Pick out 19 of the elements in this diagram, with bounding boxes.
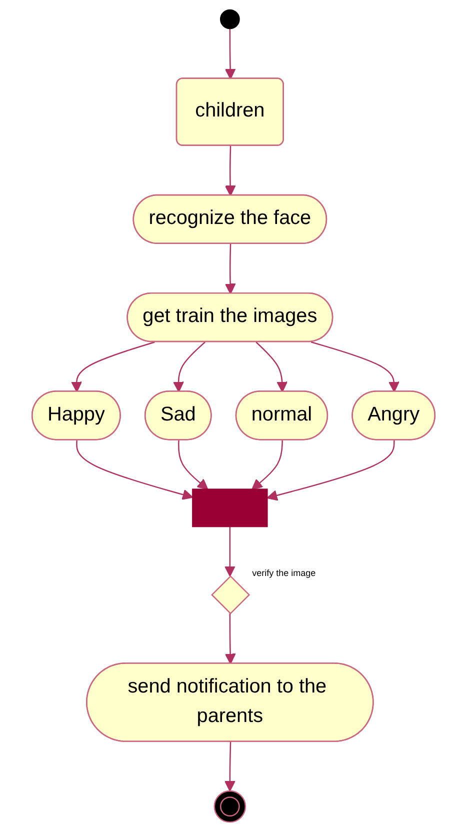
arrow <box>178 440 208 490</box>
arrow <box>310 341 400 392</box>
node-circle <box>220 9 240 30</box>
arrow <box>252 440 283 490</box>
arrow <box>266 440 395 501</box>
arrow <box>224 526 236 577</box>
decision-label: verify the image <box>252 568 316 580</box>
arrow <box>256 342 288 392</box>
arrow <box>224 244 236 294</box>
node-diamond <box>211 575 250 614</box>
arrow <box>224 146 236 196</box>
arrow <box>224 28 236 80</box>
node-bar <box>192 488 268 528</box>
node-circle <box>214 790 246 823</box>
arrow <box>224 613 236 664</box>
arrow <box>76 440 194 500</box>
arrow <box>71 342 155 392</box>
arrow <box>173 342 206 392</box>
arrow <box>224 742 236 792</box>
